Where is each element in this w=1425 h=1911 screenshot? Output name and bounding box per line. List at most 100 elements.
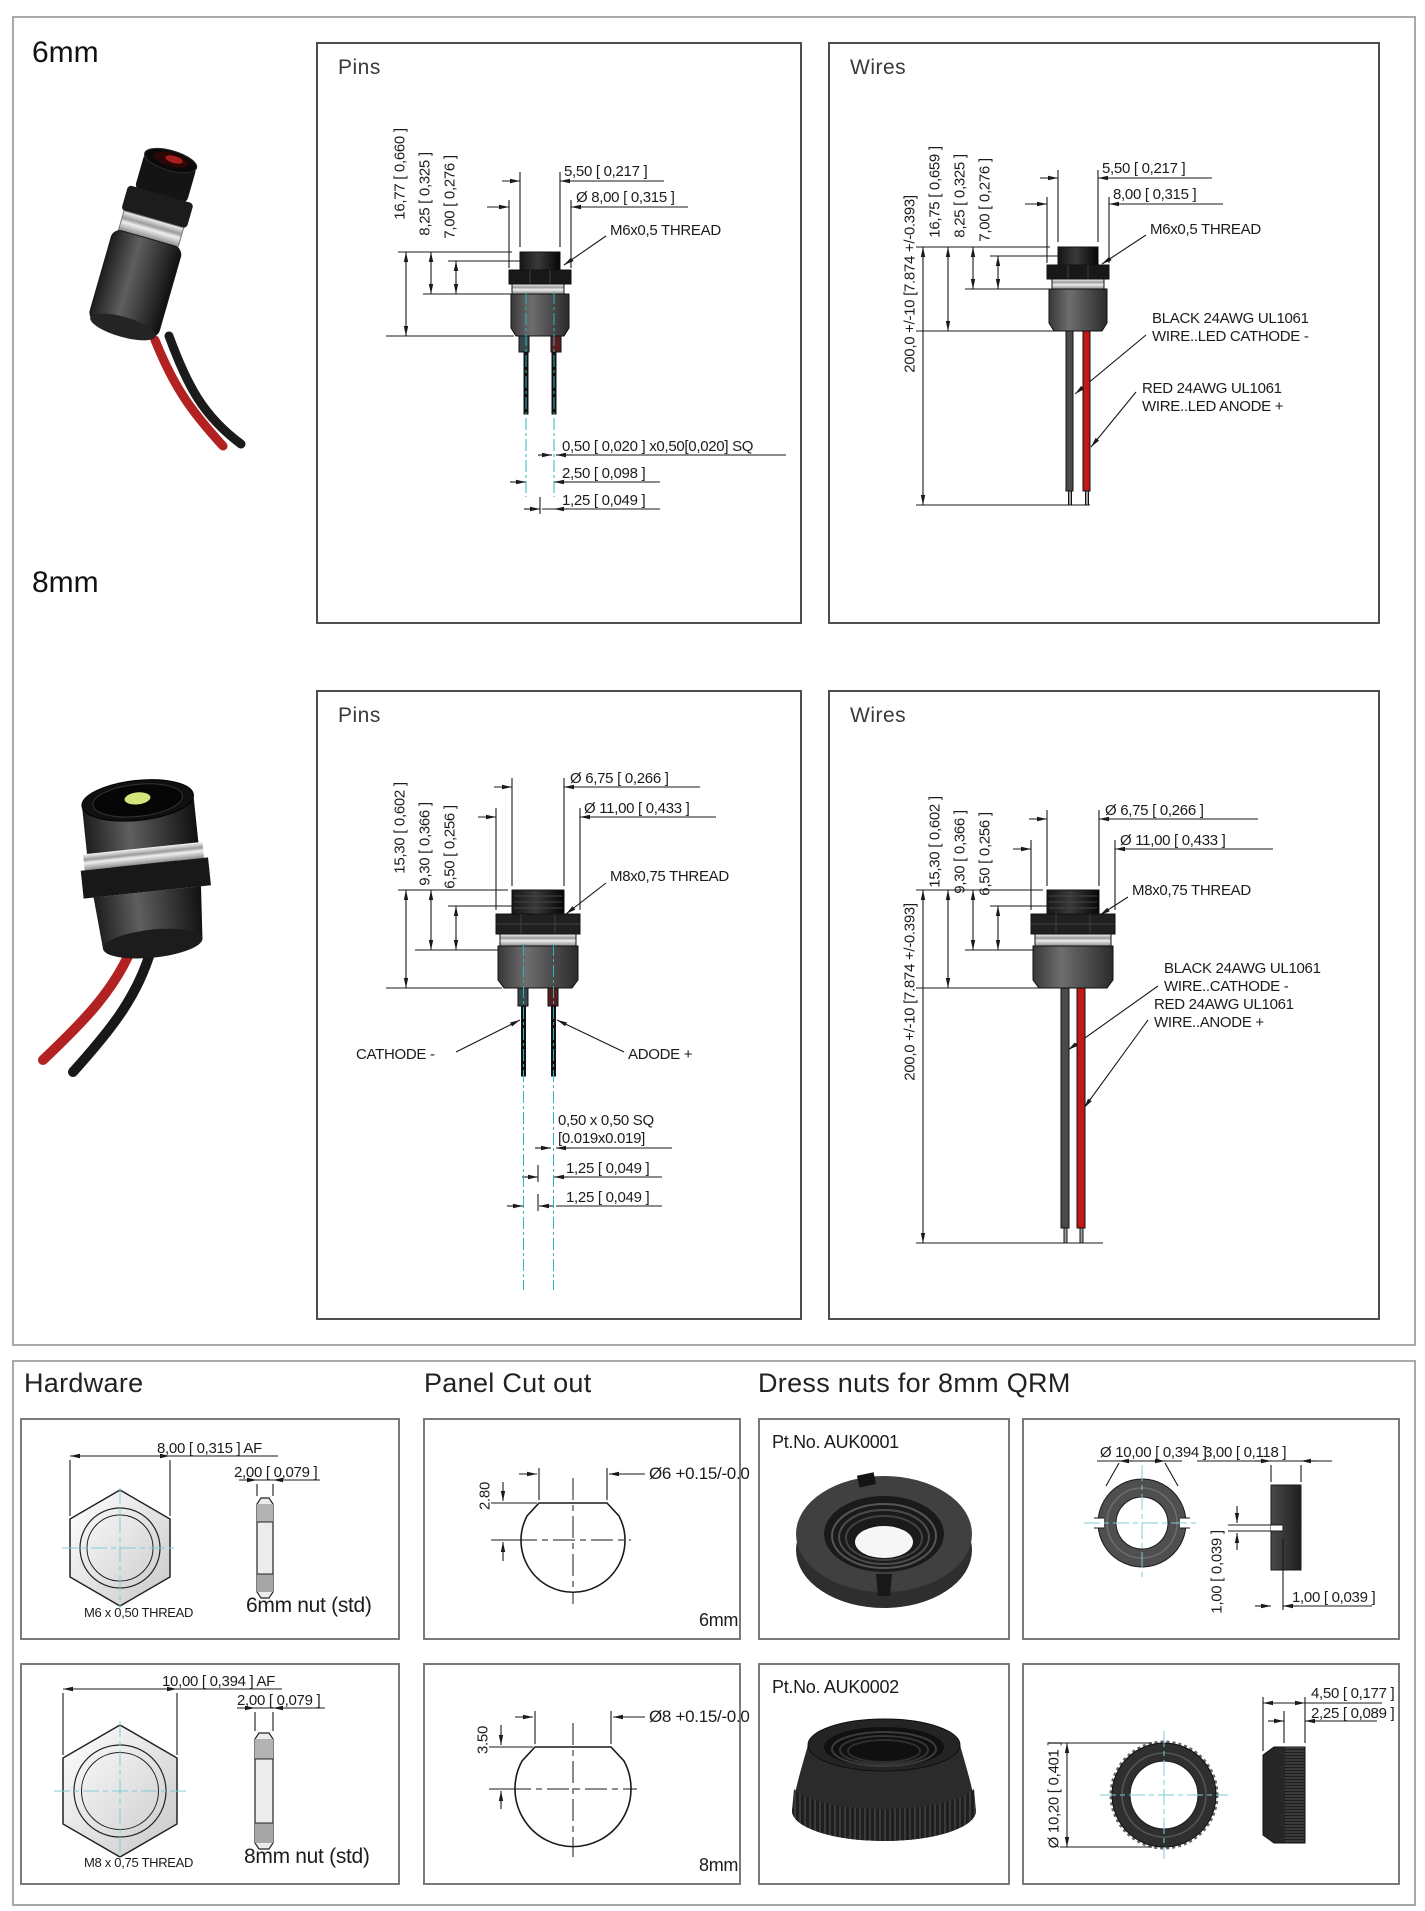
nut-name: 8mm nut (std) [244, 1845, 370, 1868]
dim-label: Ø 8,00 [ 0,315 ] [576, 189, 675, 206]
dim-label: 8,25 [ 0,325 ] [416, 152, 434, 236]
dim-label: 6,50 [ 0,256 ] [441, 805, 459, 889]
dim-label: 2,50 [ 0,098 ] [562, 465, 646, 482]
anode-label: ADODE + [628, 1046, 693, 1063]
pins8-box: Pins 15,30 [ 0,602 ] 9,30 [ 0,366 ] 6,50… [316, 690, 802, 1320]
wires8-title: Wires [850, 704, 907, 727]
dim-label: 1,25 [ 0,049 ] [566, 1160, 650, 1177]
dim-label: 200,0 +/-10 [7.874 +/-0.393] [901, 195, 919, 373]
dim-label: 1,00 [ 0,039 ] [1208, 1530, 1226, 1614]
wire-label-red: WIRE..LED ANODE + [1142, 398, 1284, 415]
dim-label: 5,50 [ 0,217 ] [1102, 160, 1186, 177]
wire-label-black: BLACK 24AWG UL1061 [1152, 310, 1309, 327]
wires8-box: Wires 200,0 +/-10 [7.874 +/-0.393] 15,30… [828, 690, 1380, 1320]
dim-label: 1,25 [ 0,049 ] [562, 492, 646, 509]
cathode-label: CATHODE - [356, 1046, 435, 1063]
thread-label: M6x0,5 THREAD [1150, 221, 1261, 238]
dim-label: 0,50 x 0,50 SQ [558, 1112, 654, 1129]
dim-label: Ø8 +0.15/-0.0 [649, 1707, 750, 1726]
dress-nuts-title: Dress nuts for 8mm QRM [758, 1368, 1071, 1398]
dim-label: 8,00 [ 0,315 ] [1113, 186, 1197, 203]
dim-label: 3,00 [ 0,118 ] [1204, 1444, 1287, 1461]
dim-label: 7,00 [ 0,276 ] [976, 158, 994, 242]
panel-cutout8-box: 3.50 Ø8 +0.15/-0.0 8mm [423, 1663, 750, 1885]
dim-label: 1,00 [ 0,039 ] [1292, 1589, 1376, 1606]
dim-label: 200,0 +/-10 [7.874 +/-0.393] [901, 903, 919, 1081]
hardware-nut8-box: 10,00 [ 0,394 ] AF 2,00 [ 0,079 ] M8 x 0… [20, 1663, 400, 1885]
wire-label-red: WIRE..ANODE + [1154, 1014, 1264, 1031]
photo-6mm-indicator [89, 147, 246, 451]
nut-name: 6mm nut (std) [246, 1594, 372, 1617]
dim-label: 9,30 [ 0,366 ] [416, 802, 434, 886]
cutout6-drawing [491, 1468, 645, 1604]
thread-label: M8x0,75 THREAD [610, 868, 729, 885]
dim-label: 15,30 [ 0,602 ] [926, 796, 944, 888]
pins6-drawing [386, 172, 786, 514]
dim-label: 4,50 [ 0,177 ] [1311, 1685, 1395, 1702]
dim-label: 2.80 [476, 1482, 494, 1510]
thread-label: M6x0,5 THREAD [610, 222, 721, 239]
dim-label: 8,00 [ 0,315 ] AF [157, 1440, 262, 1457]
wires8-drawing [916, 810, 1273, 1244]
part-number: Pt.No. AUK0002 [772, 1677, 899, 1697]
nut8-drawing [54, 1686, 325, 1861]
dress-nut2-photo-box: Pt.No. AUK0002 [758, 1663, 1010, 1885]
wire-label-black: WIRE..CATHODE - [1164, 978, 1289, 995]
dress-nut2-photo [792, 1718, 976, 1841]
dim-label: 1,25 [ 0,049 ] [566, 1189, 650, 1206]
dim-label: 15,30 [ 0,602 ] [391, 782, 409, 874]
dim-label: Ø 6,75 [ 0,266 ] [570, 770, 669, 787]
dress-nut2-drawing [1060, 1697, 1382, 1859]
dress-nut1-dims-box: Ø 10,00 [ 0,394 ] 3,00 [ 0,118 ] 1,00 [ … [1022, 1418, 1400, 1640]
dim-label: 16,77 [ 0,660 ] [391, 128, 409, 220]
dim-label: Ø 10,20 [ 0,401 ] [1045, 1741, 1063, 1849]
dim-label: 10,00 [ 0,394 ] AF [162, 1673, 276, 1690]
pins6-title: Pins [338, 56, 381, 79]
wire-label-black: WIRE..LED CATHODE - [1152, 328, 1309, 345]
dress-nut1-drawing [1084, 1458, 1372, 1610]
dim-label: 2,00 [ 0,079 ] [234, 1464, 318, 1481]
thread-label: M8 x 0,75 THREAD [84, 1855, 194, 1870]
nut6-drawing [62, 1453, 320, 1608]
panel-cutout-title: Panel Cut out [424, 1368, 592, 1398]
wires6-box: Wires 200,0 +/-10 [7.874 +/-0.393] 16,75… [828, 42, 1380, 624]
dim-label: Ø 11,00 [ 0,433 ] [1120, 832, 1226, 849]
dress-nut2-dims-box: Ø 10,20 [ 0,401 ] 4,50 [ 0,177 ] 2,25 [ … [1022, 1663, 1400, 1885]
dim-label: 2,00 [ 0,079 ] [237, 1692, 321, 1709]
pins6-box: Pins 16,77 [ 0,660 ] 8,25 [ 0,325 ] 7,00… [316, 42, 802, 624]
cutout8-drawing [489, 1711, 645, 1857]
thread-label: M8x0,75 THREAD [1132, 882, 1251, 899]
photo-8mm-indicator [38, 779, 211, 1077]
size-tag: 6mm [699, 1610, 739, 1630]
dress-nut1-photo-box: Pt.No. AUK0001 [758, 1418, 1010, 1640]
panel-cutout6-box: 2.80 Ø6 +0.15/-0.0 6mm [423, 1418, 750, 1640]
wires6-title: Wires [850, 56, 907, 79]
dim-label: Ø 10,00 [ 0,394 ] [1100, 1444, 1207, 1461]
dim-label: [0.019x0.019] [558, 1130, 646, 1147]
dim-label: 0,50 [ 0,020 ] x0,50[0,020] SQ [562, 438, 754, 455]
hardware-nut6-box: 8,00 [ 0,315 ] AF 2,00 [ 0,079 ] M6 x 0,… [20, 1418, 400, 1640]
pins8-drawing [386, 778, 716, 1290]
row-label-8mm: 8mm [32, 566, 99, 599]
dim-label: 6,50 [ 0,256 ] [976, 812, 994, 896]
hardware-title: Hardware [24, 1368, 144, 1398]
row-label-6mm: 6mm [32, 36, 99, 69]
dim-label: 5,50 [ 0,217 ] [564, 163, 648, 180]
dim-label: 7,00 [ 0,276 ] [441, 155, 459, 239]
dim-label: Ø 6,75 [ 0,266 ] [1105, 802, 1204, 819]
size-tag: 8mm [699, 1855, 739, 1875]
wires6-drawing [916, 170, 1223, 506]
dim-label: Ø 11,00 [ 0,433 ] [584, 800, 690, 817]
wire-label-red: RED 24AWG UL1061 [1142, 380, 1282, 397]
dim-label: Ø6 +0.15/-0.0 [649, 1464, 750, 1483]
pins8-title: Pins [338, 704, 381, 727]
dress-nut1-photo [796, 1472, 972, 1608]
wire-label-black: BLACK 24AWG UL1061 [1164, 960, 1321, 977]
dim-label: 2,25 [ 0,089 ] [1311, 1705, 1395, 1722]
wire-label-red: RED 24AWG UL1061 [1154, 996, 1294, 1013]
part-number: Pt.No. AUK0001 [772, 1432, 899, 1452]
dim-label: 9,30 [ 0,366 ] [951, 810, 969, 894]
dim-label: 3.50 [474, 1726, 492, 1754]
dim-label: 8,25 [ 0,325 ] [951, 154, 969, 238]
